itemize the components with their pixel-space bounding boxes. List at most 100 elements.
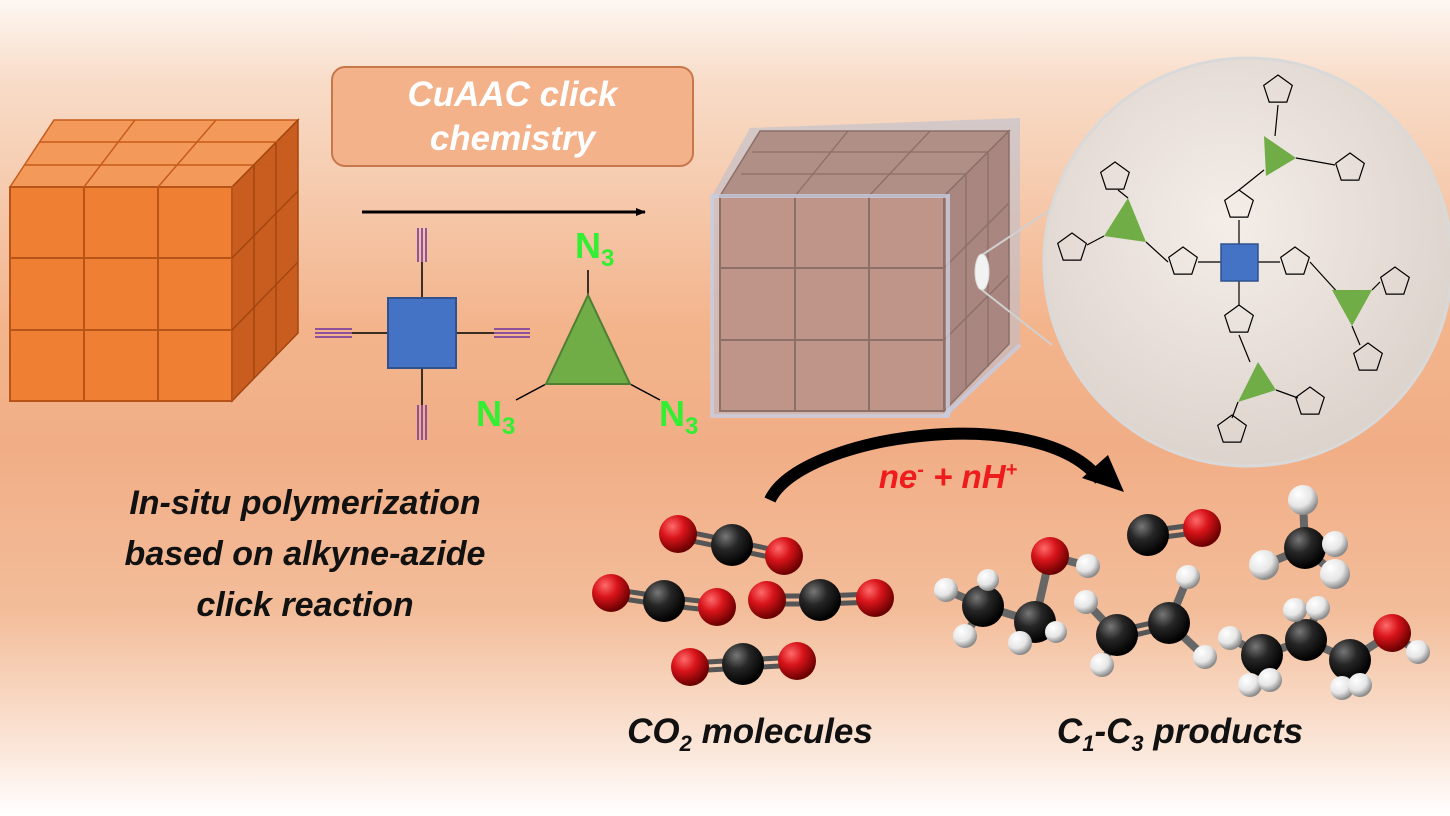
polymerization-caption: In-situ polymerization based on alkyne-a… xyxy=(124,484,486,624)
bond-line xyxy=(1238,334,1251,363)
triazole-ring xyxy=(1223,189,1255,218)
carbon-atom xyxy=(1284,527,1326,569)
hydrogen-atom xyxy=(1076,554,1100,578)
co2-molecules xyxy=(592,515,894,686)
oxygen-atom xyxy=(592,574,630,612)
triazole-ring xyxy=(1216,414,1248,443)
oxygen-atom xyxy=(765,537,803,575)
hydrogen-atom xyxy=(1330,676,1354,700)
oxygen-atom xyxy=(698,588,736,626)
hydrogen-atom xyxy=(1283,598,1307,622)
hydrogen-atom xyxy=(934,578,958,602)
triazole-ring xyxy=(1379,266,1411,295)
hydrogen-atom xyxy=(1238,673,1262,697)
triazole-ring xyxy=(1294,386,1326,415)
bond-line xyxy=(1295,157,1336,166)
orange-cube xyxy=(8,118,300,403)
carbon-atom xyxy=(722,643,764,685)
node-square xyxy=(387,297,457,369)
hydrogen-atom xyxy=(977,569,999,591)
network-linker xyxy=(1104,198,1146,242)
hydrogen-atom xyxy=(1258,668,1282,692)
carbon-atom xyxy=(1148,602,1190,644)
zoom-lines xyxy=(974,209,1053,346)
triazole-ring xyxy=(1099,161,1131,190)
co2-caption: CO2 molecules xyxy=(627,712,873,756)
network-linker xyxy=(1238,362,1276,402)
cuaac-title: CuAAC click chemistry xyxy=(407,74,618,158)
carbon-monoxide xyxy=(1127,509,1221,556)
network-node xyxy=(1220,243,1259,282)
hydrogen-atom xyxy=(1193,645,1217,669)
bond-line xyxy=(1351,325,1361,346)
bond-line xyxy=(1371,281,1381,291)
hydrogen-atom xyxy=(953,624,977,648)
carbon-atom xyxy=(962,585,1004,627)
carbon-atom xyxy=(711,524,753,566)
co2-molecule xyxy=(748,579,894,621)
network-zoom-circle xyxy=(1042,56,1450,468)
reduction-arrow xyxy=(764,427,1124,503)
azide-label-right: N3 xyxy=(659,393,699,441)
hydrogen-atom xyxy=(1249,550,1279,580)
hydrogen-atom xyxy=(1320,559,1350,589)
bond-line xyxy=(1309,261,1341,296)
carbon-atom xyxy=(1329,639,1371,681)
cuaac-title-box: CuAAC click chemistry xyxy=(331,66,694,167)
hydrogen-atom xyxy=(1090,653,1114,677)
bond-line xyxy=(1145,241,1169,263)
carbon-atom xyxy=(799,579,841,621)
propanol xyxy=(1218,596,1430,700)
hydrogen-atom xyxy=(1322,531,1348,557)
products-caption: C1-C3 products xyxy=(1056,712,1304,756)
product-molecules xyxy=(934,485,1430,700)
linker-triangle xyxy=(544,292,632,385)
hydrogen-atom xyxy=(1045,621,1067,643)
bond-line xyxy=(1274,104,1279,137)
ethanol xyxy=(934,537,1100,655)
tetra-alkyne-monomer xyxy=(315,228,530,440)
carbon-atom xyxy=(1096,614,1138,656)
hydrogen-atom xyxy=(1406,640,1430,664)
bond-line xyxy=(1117,189,1129,199)
network-linker xyxy=(1332,290,1372,326)
carbon-atom xyxy=(1127,514,1169,556)
hydrogen-atom xyxy=(1288,485,1318,515)
hydrogen-atom xyxy=(1176,565,1200,589)
bond-line xyxy=(1275,389,1299,399)
oxygen-atom xyxy=(856,579,894,617)
hydrogen-atom xyxy=(1306,596,1330,620)
triazole-ring xyxy=(1223,304,1255,333)
azide-label-top: N3 xyxy=(575,225,615,273)
co2-molecule xyxy=(592,574,736,626)
hydrogen-atom xyxy=(1074,590,1098,614)
carbon-atom xyxy=(643,580,685,622)
triazole-ring xyxy=(1279,246,1311,275)
co2-molecule xyxy=(659,515,803,575)
hydrogen-atom xyxy=(1008,631,1032,655)
triazole-ring xyxy=(1334,152,1366,181)
electron-proton-label: ne- + nH+ xyxy=(878,458,1018,495)
oxygen-atom xyxy=(659,515,697,553)
oxygen-atom xyxy=(1373,614,1411,652)
tri-azide-monomer xyxy=(515,270,661,401)
co2-molecule xyxy=(671,642,816,686)
triazole-ring xyxy=(1167,246,1199,275)
azide-label-left: N3 xyxy=(476,393,516,441)
carbon-atom xyxy=(1285,619,1327,661)
hydrogen-atom xyxy=(1218,626,1242,650)
oxygen-atom xyxy=(748,581,786,619)
carbon-atom xyxy=(1241,634,1283,676)
triazole-ring xyxy=(1262,74,1294,103)
oxygen-atom xyxy=(671,648,709,686)
oxygen-atom xyxy=(778,642,816,680)
bond-line xyxy=(1231,401,1239,419)
network-linker xyxy=(1264,136,1296,176)
oxygen-atom xyxy=(1183,509,1221,547)
methane xyxy=(1249,485,1350,589)
ethylene xyxy=(1074,565,1217,677)
oxygen-atom xyxy=(1031,537,1069,575)
bond-line xyxy=(1238,169,1265,191)
hydrogen-atom xyxy=(1348,673,1372,697)
